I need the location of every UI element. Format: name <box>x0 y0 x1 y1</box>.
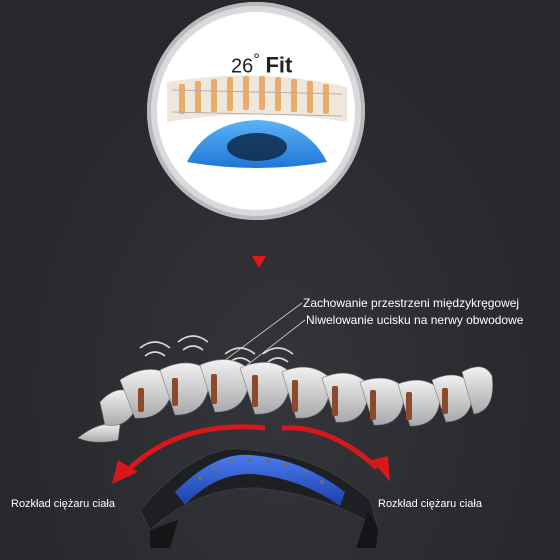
spine <box>77 359 493 443</box>
angle-value: 26 <box>231 55 254 78</box>
annotation-line-1: Zachowanie przestrzeni międzykręgowej <box>303 296 520 310</box>
left-arrowhead-icon <box>112 460 138 484</box>
inset-vertebrae <box>167 75 347 122</box>
inset-circle-inner: 26° Fit <box>157 12 355 210</box>
vibration-waves-icon <box>139 335 294 363</box>
back-stretcher-device <box>139 448 379 548</box>
annotation-line-2: Niwelowanie ucisku na nerwy obwodowe <box>306 313 524 327</box>
weight-label-left: Rozkład ciężaru ciała <box>11 498 115 510</box>
weight-distribution-arrows <box>126 424 379 472</box>
intervertebral-discs <box>138 374 448 420</box>
right-arrowhead-icon <box>372 456 390 482</box>
inset-spine-illustration <box>167 75 347 168</box>
inset-pad-shadow <box>227 133 287 161</box>
weight-label-right: Rozkład ciężaru ciała <box>378 498 482 510</box>
degree-sign: ° <box>253 50 260 69</box>
fit-word: Fit <box>265 52 293 78</box>
red-down-arrow-icon <box>252 256 266 268</box>
fit-label: 26° Fit <box>231 50 292 79</box>
inset-circle: 26° Fit <box>147 2 365 220</box>
